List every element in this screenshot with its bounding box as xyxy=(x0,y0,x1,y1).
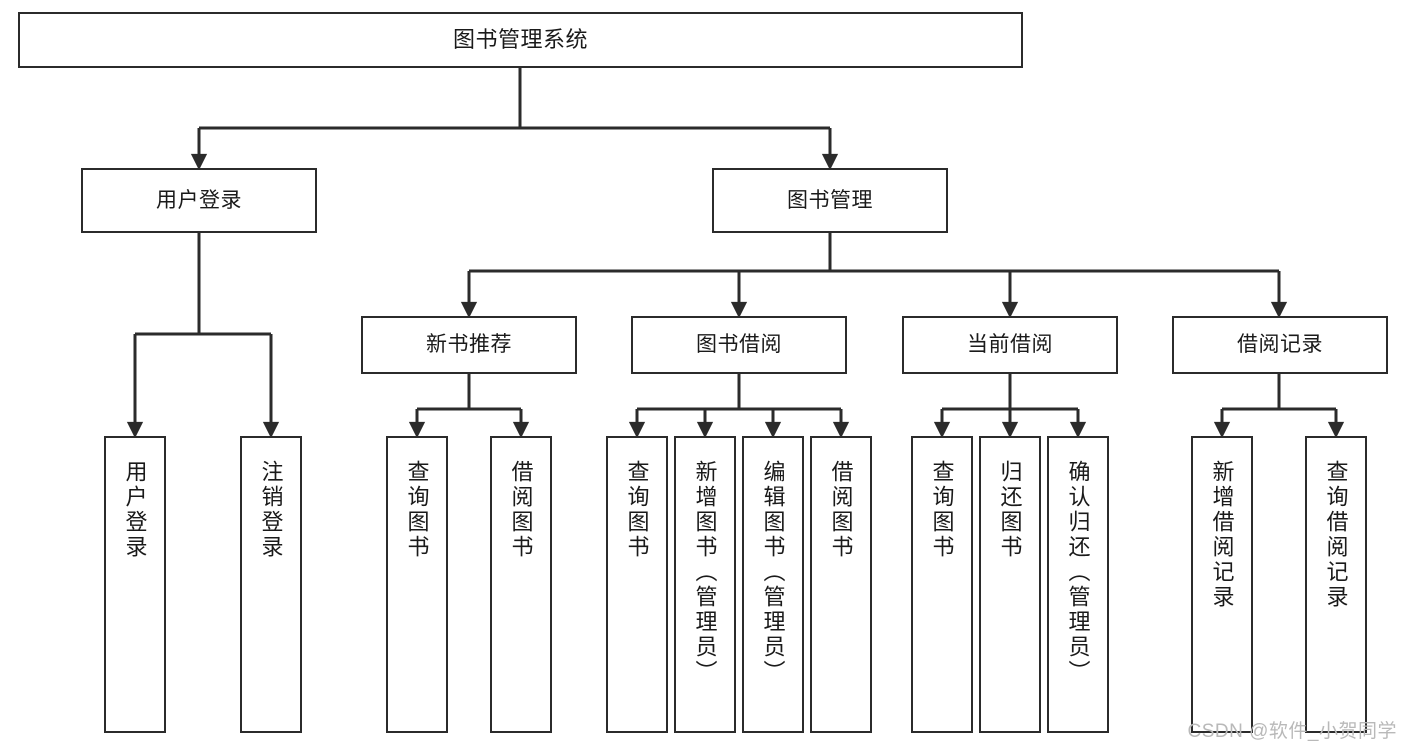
node-borrow-record[interactable]: 借阅记录 xyxy=(1172,316,1388,374)
node-leaf-borrow-book-1-label: 借阅图书 xyxy=(508,460,534,560)
node-book-borrow[interactable]: 图书借阅 xyxy=(631,316,847,374)
node-leaf-confirm-return[interactable]: 确认归还（管理员） xyxy=(1047,436,1109,733)
node-leaf-borrow-book-2-label: 借阅图书 xyxy=(828,460,854,560)
node-leaf-query-record[interactable]: 查询借阅记录 xyxy=(1305,436,1367,733)
node-leaf-add-book[interactable]: 新增图书（管理员） xyxy=(674,436,736,733)
node-current-borrow[interactable]: 当前借阅 xyxy=(902,316,1118,374)
node-leaf-return-book[interactable]: 归还图书 xyxy=(979,436,1041,733)
node-leaf-add-record[interactable]: 新增借阅记录 xyxy=(1191,436,1253,733)
node-book-borrow-label: 图书借阅 xyxy=(696,333,782,357)
node-leaf-user-logout-label: 注销登录 xyxy=(258,460,284,560)
node-leaf-user-login-label: 用户登录 xyxy=(122,460,148,560)
node-leaf-user-logout[interactable]: 注销登录 xyxy=(240,436,302,733)
node-book-manage[interactable]: 图书管理 xyxy=(712,168,948,233)
node-current-borrow-label: 当前借阅 xyxy=(967,333,1053,357)
node-leaf-query-record-label: 查询借阅记录 xyxy=(1323,460,1349,610)
node-leaf-confirm-return-label: 确认归还（管理员） xyxy=(1065,460,1091,685)
node-leaf-query-book-2-label: 查询图书 xyxy=(624,460,650,560)
node-leaf-query-book-3[interactable]: 查询图书 xyxy=(911,436,973,733)
node-leaf-user-login[interactable]: 用户登录 xyxy=(104,436,166,733)
node-leaf-edit-book[interactable]: 编辑图书（管理员） xyxy=(742,436,804,733)
node-leaf-add-record-label: 新增借阅记录 xyxy=(1209,460,1235,610)
node-leaf-query-book-1-label: 查询图书 xyxy=(404,460,430,560)
node-leaf-query-book-1[interactable]: 查询图书 xyxy=(386,436,448,733)
node-leaf-add-book-label: 新增图书（管理员） xyxy=(692,460,718,685)
node-leaf-edit-book-label: 编辑图书（管理员） xyxy=(760,460,786,685)
node-new-book-recommend-label: 新书推荐 xyxy=(426,333,512,357)
node-leaf-return-book-label: 归还图书 xyxy=(997,460,1023,560)
node-leaf-query-book-3-label: 查询图书 xyxy=(929,460,955,560)
node-leaf-query-book-2[interactable]: 查询图书 xyxy=(606,436,668,733)
node-user-login[interactable]: 用户登录 xyxy=(81,168,317,233)
node-root-system[interactable]: 图书管理系统 xyxy=(18,12,1023,68)
node-root-system-label: 图书管理系统 xyxy=(452,26,588,52)
node-leaf-borrow-book-2[interactable]: 借阅图书 xyxy=(810,436,872,733)
node-leaf-borrow-book-1[interactable]: 借阅图书 xyxy=(490,436,552,733)
node-user-login-label: 用户登录 xyxy=(156,188,242,212)
node-new-book-recommend[interactable]: 新书推荐 xyxy=(361,316,577,374)
node-book-manage-label: 图书管理 xyxy=(787,188,873,212)
watermark-text: CSDN @软件_小贺同学 xyxy=(1187,721,1397,742)
node-borrow-record-label: 借阅记录 xyxy=(1237,333,1323,357)
